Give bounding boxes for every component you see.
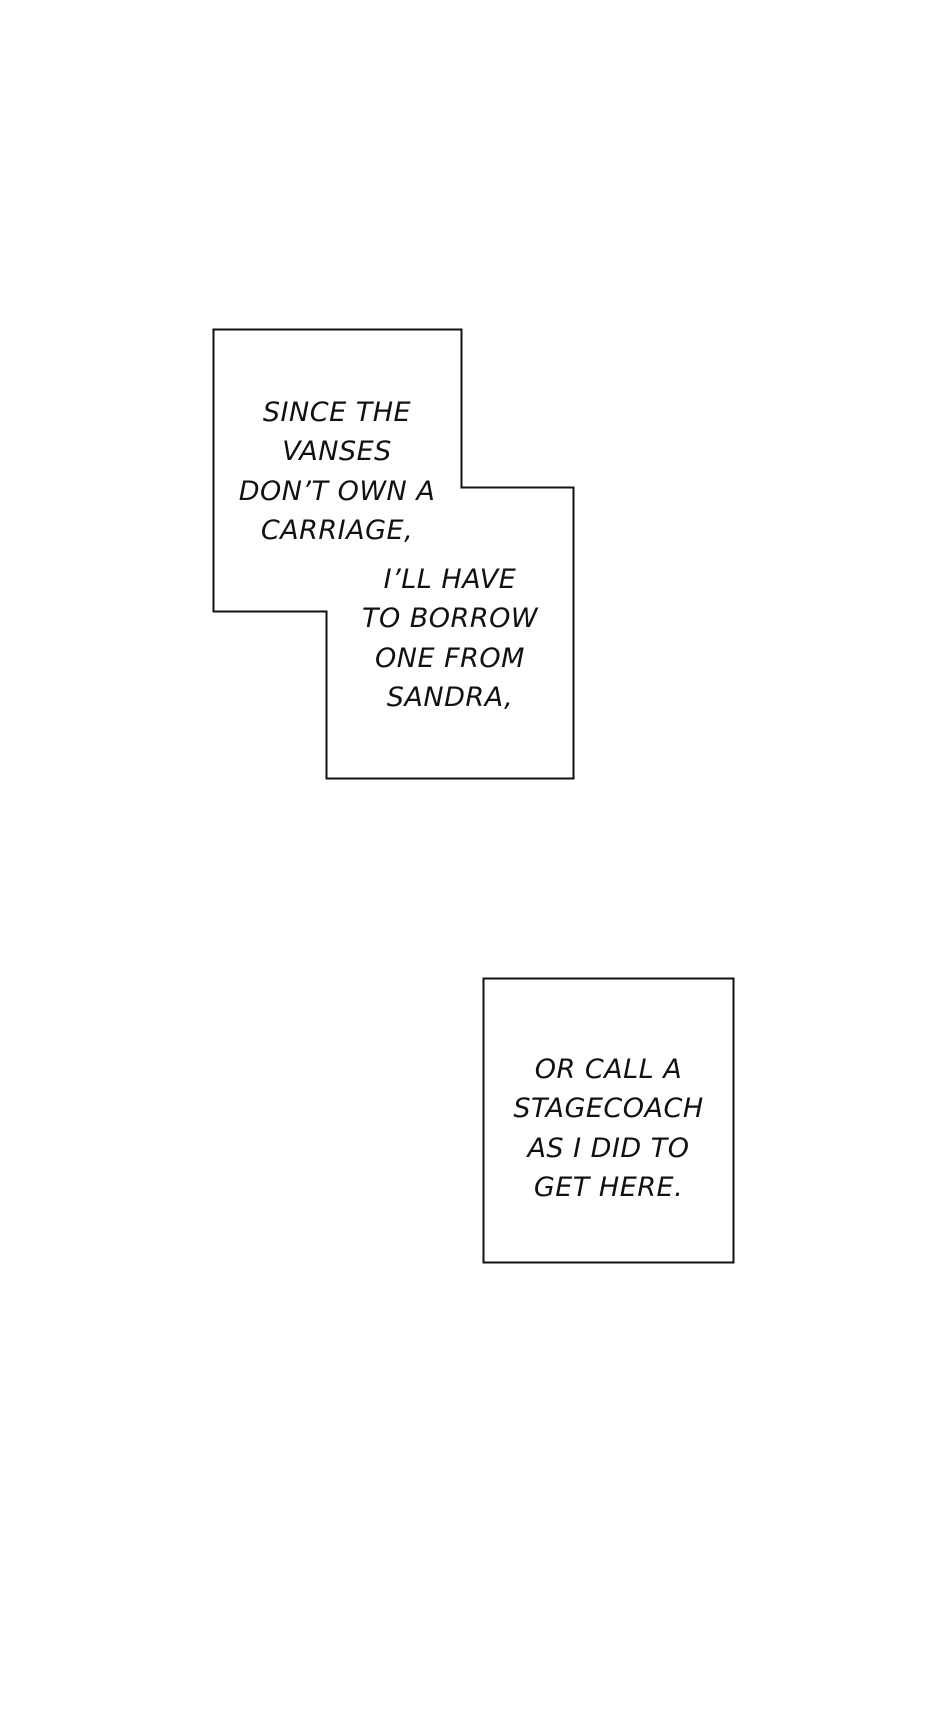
caption-line: I’LL HAVE	[383, 564, 517, 595]
caption-line: DON’T OWN A	[238, 476, 436, 507]
caption-line: AS I DID TO	[527, 1133, 690, 1164]
caption-line: VANSES	[282, 436, 392, 467]
caption-line: CARRIAGE,	[260, 515, 414, 546]
caption-line: GET HERE.	[533, 1172, 684, 1203]
caption-line: SANDRA,	[386, 682, 514, 713]
caption-line: OR CALL A	[534, 1054, 683, 1085]
caption-box-2: OR CALL A STAGECOACH AS I DID TO GET HER…	[483, 978, 734, 1263]
caption-box-1: SINCE THE VANSES DON’T OWN A CARRIAGE, I…	[213, 329, 574, 779]
caption-line: TO BORROW	[361, 603, 539, 634]
caption-line: SINCE THE	[262, 397, 412, 428]
caption-line: STAGECOACH	[513, 1093, 704, 1124]
caption-line: ONE FROM	[375, 643, 525, 674]
